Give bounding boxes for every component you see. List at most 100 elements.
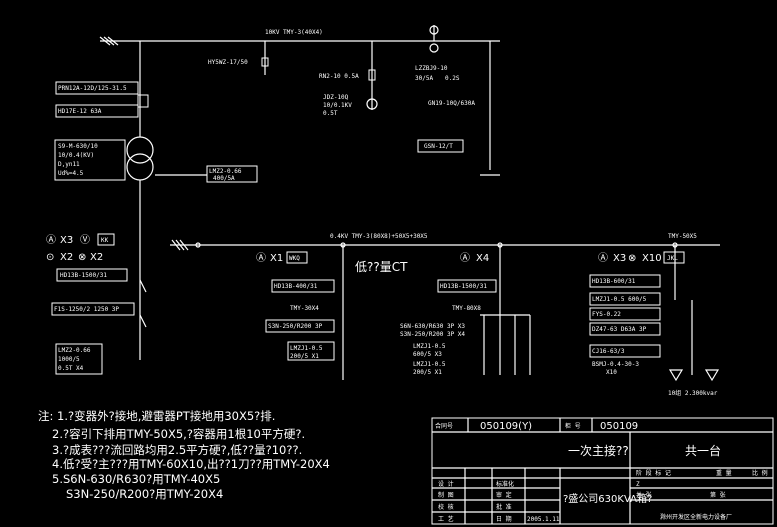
left-ct-3: 0.5T X4 xyxy=(58,365,84,372)
row-draw: 制 图 xyxy=(438,491,454,499)
hv-ct-label-2: 30/5A xyxy=(415,75,433,82)
meter-a-left: Ⓐ xyxy=(46,234,56,246)
meter-pf-icon: ⊙ xyxy=(46,252,54,263)
notes-block: 注: 1.?变器外?接地,避雷器PT接地用30X5?排. 2.?容引下排用TMY… xyxy=(38,409,330,501)
f3-kvar-icon: ⊗ xyxy=(628,253,636,264)
f3-breaker: DZ47-63 D63A 3P xyxy=(592,326,647,333)
std-2: 审 定 xyxy=(496,491,512,499)
sheet-label: 第 张 xyxy=(710,491,726,499)
ct-main-2: 400/5A xyxy=(213,175,235,182)
tx-label-2: 10/0.4(KV) xyxy=(58,152,94,159)
hv-fuse-label: PRN12A-12D/125-31.5 xyxy=(58,85,127,92)
hv-bus-label: 10KV TMY-3(40X4) xyxy=(265,29,323,36)
tx-label-1: S9-M-630/10 xyxy=(58,143,98,150)
cabinet-number: 050109 xyxy=(600,421,638,432)
f1-wkq: WKQ xyxy=(289,255,300,262)
kk-label: KK xyxy=(101,237,109,244)
hv-switch-label: GN19-10Q/630A xyxy=(428,100,475,107)
f1-ct-1: LMZJ1-0.5 xyxy=(290,345,323,352)
transformer-winding-hv xyxy=(126,136,154,164)
note-4: 4.低?受?主???用TMY-60X10,出??1刀??用TMY-20X4 xyxy=(52,457,330,471)
f1-bar: TMY-30X4 xyxy=(290,305,319,312)
row-check: 校 核 xyxy=(438,503,454,511)
f2-breaker-2: S3N-250/R200 3P X4 xyxy=(400,331,465,338)
f3-ct: LMZJ1-0.5 600/5 xyxy=(592,296,647,303)
scale-label: 比 例 xyxy=(752,469,768,477)
f1-ct-caption: 低??量CT xyxy=(355,260,408,274)
title-block: 合同号 050109(Y) 柜 号 050109 一次主接?? 共一台 阶 段 … xyxy=(431,417,774,525)
f3-contactor: CJ16-63/3 xyxy=(592,348,625,355)
f3-cap-1: BSMJ-0.4-30-3 xyxy=(592,361,639,368)
f1-meter-icon: Ⓐ xyxy=(256,252,266,264)
pt-label-3: 0.5T xyxy=(323,110,338,117)
row-design: 设 计 xyxy=(438,480,454,488)
stage-label: 阶 段 标 记 xyxy=(636,469,671,477)
f2-meter-icon: Ⓐ xyxy=(460,252,470,264)
left-ct-1: LMZ2-0.66 xyxy=(58,347,91,354)
left-breaker-label: F1S-1250/2 1250 3P xyxy=(54,306,119,313)
total-units: 共一台 xyxy=(685,443,721,458)
note-2: 2.?容引下排用TMY-50X5,?容器用1根10平方硬?. xyxy=(52,427,305,441)
f1-breaker: S3N-250/R200 3P xyxy=(268,323,323,330)
meter-v-icon: Ⓥ xyxy=(80,234,90,246)
transformer-winding-lv xyxy=(126,153,154,181)
f3-cap-2: X10 xyxy=(606,369,617,376)
note-5: 5.S6N-630/R630?用TMY-40X5 xyxy=(52,472,220,486)
meter-a-count: X3 xyxy=(60,235,73,246)
f2-switch: HD13B-1500/31 xyxy=(440,283,487,290)
pt-label-1: JDZ-10Q xyxy=(323,94,349,101)
f3-meter-count: X3 xyxy=(613,253,626,264)
f3-cap-total: 10组 2.300kvar xyxy=(668,389,718,397)
company-name: 滁州开发区全新电力设备厂 xyxy=(660,513,732,521)
note-6: S3N-250/R200?用TMY-20X4 xyxy=(66,487,223,501)
f2-ct-3: LMZJ1-0.5 xyxy=(413,361,446,368)
f3-meter2-count: X10 xyxy=(642,253,662,264)
std-3: 批 准 xyxy=(496,503,512,511)
std-4: 日 期 xyxy=(496,515,512,523)
f3-meter-icon: Ⓐ xyxy=(598,252,608,264)
meter-c-count: X2 xyxy=(90,252,103,263)
arrester-label: HY5WZ-17/50 xyxy=(208,59,248,66)
earth-switch-label: GSN-12/T xyxy=(424,143,453,150)
f2-ct-2: 600/5 X3 xyxy=(413,351,442,358)
f3-fuse: FYS-0.22 xyxy=(592,311,621,318)
f2-ct-4: 200/5 X1 xyxy=(413,369,442,376)
left-switch-label: HD13B-1500/31 xyxy=(60,272,107,279)
hv-ct-label-1: LZZBJ9-10 xyxy=(415,65,448,72)
date: 2005.1.11 xyxy=(527,516,560,523)
pt-label-2: 10/0.1KV xyxy=(323,102,352,109)
f1-ct-2: 200/5 X1 xyxy=(290,353,319,360)
note-3: 3.?成表???流回路均用2.5平方硬?,低??量?10??. xyxy=(52,443,302,457)
f2-meter-count: X4 xyxy=(476,253,489,264)
pt-fuse-label: RN2-10 0.5A xyxy=(319,73,359,80)
row-process: 工 艺 xyxy=(438,515,454,523)
f2-breaker-1: S6N-630/R630 3P X3 xyxy=(400,323,465,330)
sheets-label: 共 张 xyxy=(636,491,652,499)
weight-label: 重 量 xyxy=(716,469,732,477)
contract-label: 合同号 xyxy=(435,422,453,430)
ct-main-1: LMZ2-0.66 xyxy=(209,168,242,175)
drawing-title: 一次主接?? xyxy=(568,443,629,458)
f2-bar: TMY-80X8 xyxy=(452,305,481,312)
hv-ct-label-3: 0.2S xyxy=(445,75,460,82)
lv-bus-label: 0.4KV TMY-3(80X8)+50X5+30X5 xyxy=(330,233,428,240)
f1-switch: HD13B-400/31 xyxy=(274,283,318,290)
stage-z: Z xyxy=(636,481,640,488)
left-ct-2: 1000/5 xyxy=(58,356,80,363)
f1-meter-count: X1 xyxy=(270,253,283,264)
tx-label-3: D,yn11 xyxy=(58,161,80,168)
project-name: ?盛公司630KVA箱? xyxy=(563,492,652,505)
cabinet-label: 柜 号 xyxy=(565,422,581,430)
std-1: 标准化 xyxy=(496,480,514,488)
note-1: 注: 1.?变器外?接地,避雷器PT接地用30X5?排. xyxy=(38,409,275,423)
f3-switch: HD13B-600/31 xyxy=(592,278,636,285)
tx-label-4: Ud%=4.5 xyxy=(58,170,84,177)
contract-number: 050109(Y) xyxy=(480,421,532,432)
lv-bus-right-label: TMY-50X5 xyxy=(668,233,697,240)
f3-jkl: JKL xyxy=(667,255,678,262)
meter-kw-icon: ⊗ xyxy=(78,252,86,263)
hv-ct-label: HD17E-12 63A xyxy=(58,108,102,115)
meter-b-count: X2 xyxy=(60,252,73,263)
